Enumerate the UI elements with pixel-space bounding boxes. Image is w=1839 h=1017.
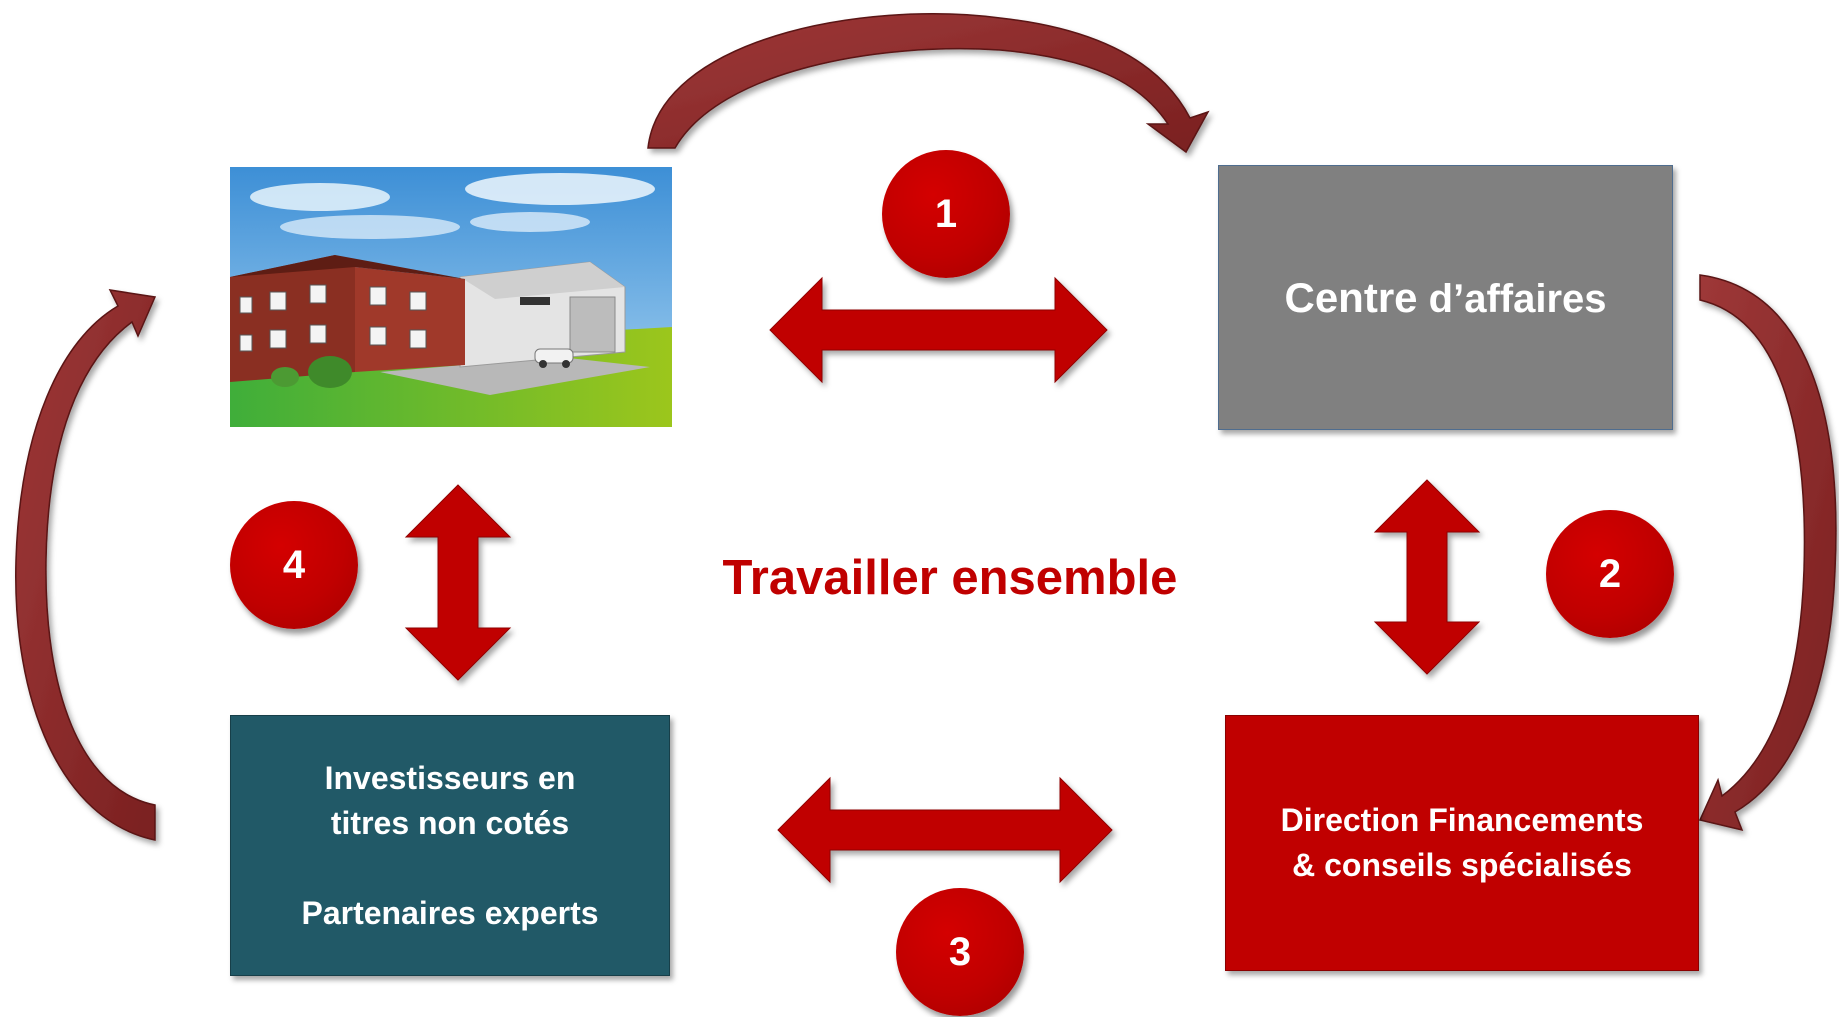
double-arrow-3 bbox=[777, 776, 1113, 884]
node-investisseurs: Investisseurs en titres non cotés Parten… bbox=[230, 715, 670, 976]
step-badge-3: 3 bbox=[896, 888, 1024, 1016]
curved-arrow-right bbox=[1698, 274, 1837, 832]
node-centre-label-rest: d’affaires bbox=[1417, 276, 1607, 321]
company-building-image bbox=[230, 167, 672, 427]
step-badge-2: 2 bbox=[1546, 510, 1674, 638]
node-centre-affaires: Centre d’affaires bbox=[1218, 165, 1673, 430]
step-badge-4: 4 bbox=[230, 501, 358, 629]
double-arrow-2 bbox=[1373, 479, 1481, 675]
step-badge-1: 1 bbox=[882, 150, 1010, 278]
curved-arrow-left bbox=[15, 289, 157, 841]
node-direction-line1: Direction Financements bbox=[1280, 802, 1644, 838]
center-title: Travailler ensemble bbox=[722, 551, 1178, 605]
double-arrow-1 bbox=[769, 276, 1108, 384]
double-arrow-4 bbox=[404, 484, 512, 681]
node-direction-line2: & conseils spécialisés bbox=[1292, 847, 1632, 883]
node-invest-line3: Partenaires experts bbox=[301, 894, 599, 931]
factory-building-icon bbox=[230, 167, 672, 427]
node-direction-financements: Direction Financements & conseils spécia… bbox=[1225, 715, 1699, 971]
node-centre-label: Centre d’affaires bbox=[1284, 274, 1606, 322]
node-invest-line2: titres non cotés bbox=[330, 804, 570, 841]
node-centre-label-lead: Centre bbox=[1284, 273, 1418, 321]
curved-arrow-top bbox=[647, 13, 1210, 154]
node-invest-line1: Investisseurs en bbox=[324, 759, 576, 796]
